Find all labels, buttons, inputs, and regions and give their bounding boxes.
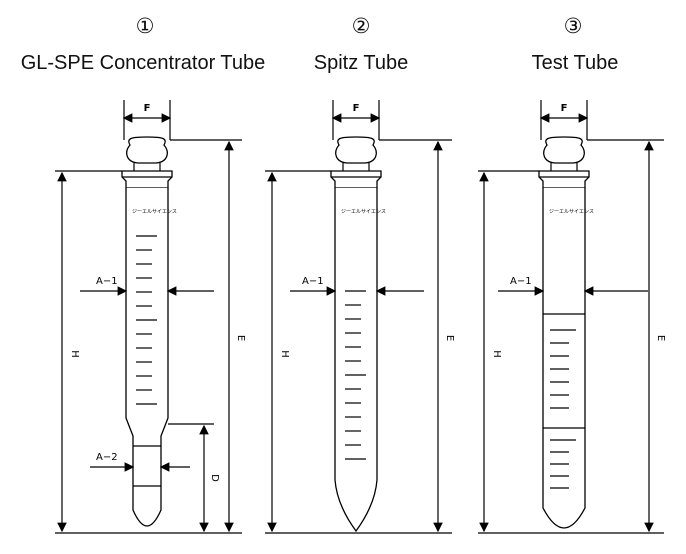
e-label-3: E [655,335,666,341]
tube-3-title: Test Tube [531,52,619,74]
d-label: D [209,474,220,482]
e-label-2: E [444,335,455,341]
tube-2-number: ② [351,14,371,38]
tube-1-title: GL-SPE Concentrator Tube [20,52,266,74]
a1-label-1: A−1 [96,276,118,287]
h-label-1: H [69,350,80,358]
tube-1-number: ① [135,14,155,38]
f-label: F [144,103,151,114]
tube-3-number: ③ [563,14,583,38]
tube-1-diagram: F ジーエルサイエンス [55,100,246,534]
h-label-2: H [279,350,290,358]
tube-3-diagram: F ジーエルサイエンス A−1 H [478,100,666,534]
etched-text-2: ジーエルサイエンス [341,209,386,215]
a2-label: A−2 [96,452,118,463]
h-label-3: H [491,350,502,358]
e-label-1: E [235,335,246,341]
tube-2-diagram: F ジーエルサイエンス A−1 H [265,100,455,534]
a1-label-2: A−1 [302,276,324,287]
f-label-3: F [561,103,568,114]
etched-text-3: ジーエルサイエンス [549,209,594,215]
etched-text-1: ジーエルサイエンス [132,209,177,215]
a1-label-3: A−1 [510,276,532,287]
f-label-2: F [353,103,360,114]
tube-2-title: Spitz Tube [313,52,409,74]
